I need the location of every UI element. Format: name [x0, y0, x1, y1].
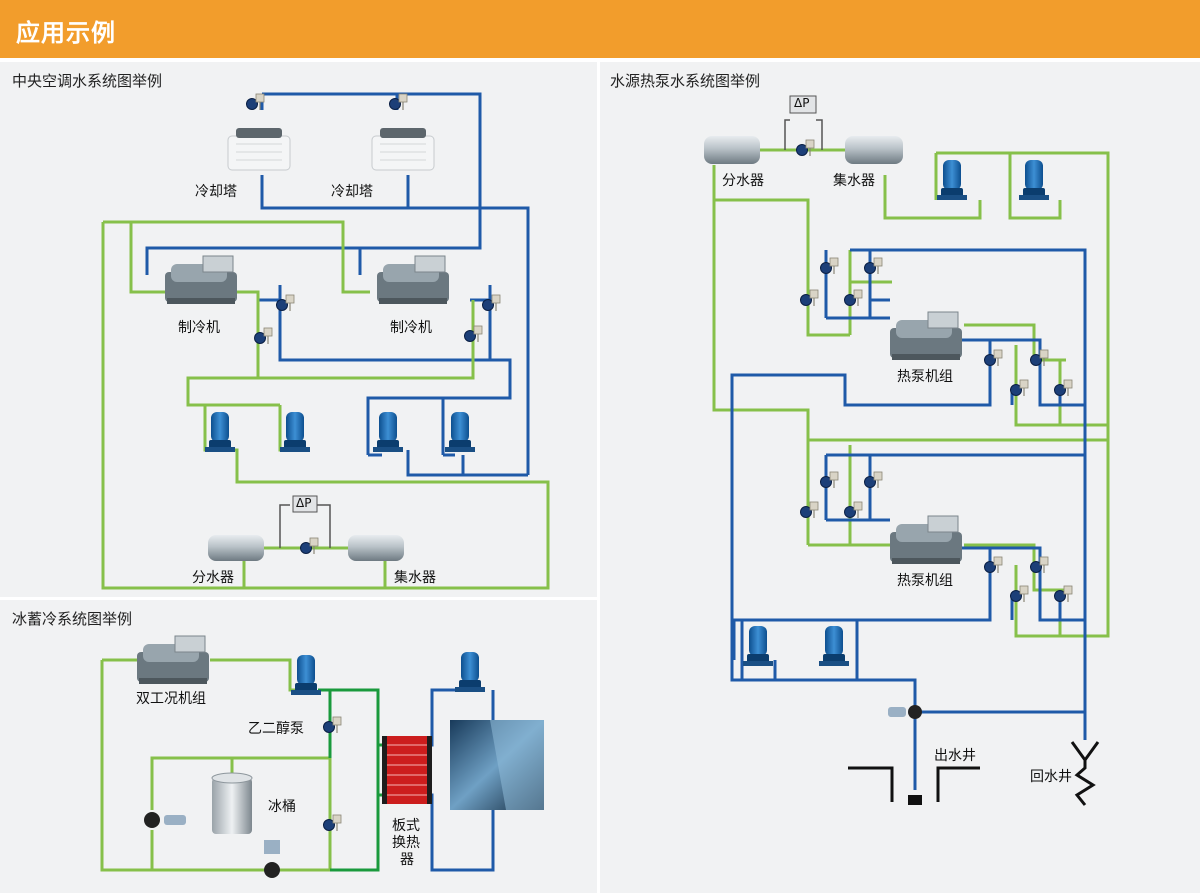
valve-icon: [908, 705, 922, 719]
hp-collector-label: 集水器: [833, 173, 875, 189]
heat-pump-unit-1-label: 热泵机组: [897, 369, 953, 385]
heat-pump-unit-1-icon: [889, 311, 963, 361]
dp-gauge-icon: [292, 495, 318, 513]
cooling-tower-2-label: 冷却塔: [331, 184, 373, 200]
ice-tank-label: 冰桶: [268, 799, 296, 815]
ice-storage-title: 冰蓄冷系统图举例: [12, 610, 133, 628]
valve-icon: [1053, 585, 1073, 603]
central-ac-title: 中央空调水系统图举例: [12, 72, 163, 90]
distributor-tank-icon: [208, 535, 264, 561]
cooling-tower-2-icon: [371, 127, 435, 171]
pump-icon: [445, 412, 475, 452]
glycol-pump-label: 乙二醇泵: [248, 721, 304, 737]
central-ac-pipes: [101, 92, 550, 590]
ice-tank-icon: [212, 778, 252, 834]
valve-icon: [264, 862, 280, 878]
valve-icon: [843, 289, 863, 307]
chiller-2-label: 制冷机: [390, 320, 432, 336]
distributor-label: 分水器: [192, 570, 234, 586]
heat-pump-unit-2-label: 热泵机组: [897, 573, 953, 589]
cooling-tower-1-icon: [227, 127, 291, 171]
valve-icon: [983, 349, 1003, 367]
collector-tank-icon: [348, 535, 404, 561]
valve-icon: [983, 556, 1003, 574]
ice-storage-equipment: [136, 635, 544, 878]
heat-pump-equipment: [704, 95, 1100, 806]
collector-label: 集水器: [394, 570, 436, 586]
valve-icon: [1009, 585, 1029, 603]
heat-pump-title: 水源热泵水系统图举例: [610, 72, 761, 90]
pump-icon: [819, 626, 849, 666]
hp-dp-label: ΔP: [794, 96, 810, 110]
plate-hx-label-2: 换热: [392, 835, 420, 851]
hp-collector-tank-icon: [845, 136, 903, 164]
dual-mode-chiller-icon: [136, 635, 210, 685]
dual-unit-label: 双工况机组: [136, 691, 206, 707]
chiller-1-label: 制冷机: [178, 320, 220, 336]
outlet-well-icon: [848, 766, 980, 802]
valve-icon: [843, 501, 863, 519]
chiller-1-icon: [164, 255, 238, 305]
valve-icon: [863, 257, 883, 275]
return-well-label: 回水井: [1030, 769, 1072, 785]
pump-icon: [205, 412, 235, 452]
valve-icon: [144, 812, 160, 828]
bypass-valve-icon: [299, 537, 319, 555]
return-well-icon: [1070, 741, 1100, 806]
pump-icon: [280, 412, 310, 452]
dp-label: ΔP: [296, 496, 312, 510]
pump-icon: [455, 652, 485, 692]
header-bar: 应用示例: [0, 0, 1200, 58]
pump-icon: [743, 626, 773, 666]
pump-icon: [1019, 160, 1049, 200]
cooling-tower-1-label: 冷却塔: [195, 184, 237, 200]
outlet-well-label: 出水井: [934, 748, 976, 764]
glycol-pump-icon: [291, 655, 321, 695]
valve-icon: [819, 471, 839, 489]
chiller-2-icon: [376, 255, 450, 305]
valve-icon: [863, 471, 883, 489]
heat-pump-pipes: [712, 119, 1110, 790]
bypass-valve-icon: [795, 139, 815, 157]
pump-icon: [373, 412, 403, 452]
valve-icon: [322, 814, 342, 832]
valve-icon: [1053, 379, 1073, 397]
plate-hx-label-1: 板式: [392, 818, 420, 834]
valve-icon: [322, 716, 342, 734]
heat-pump-unit-2-icon: [889, 515, 963, 565]
valve-icon: [819, 257, 839, 275]
hp-distributor-tank-icon: [704, 136, 760, 164]
central-ac-equipment: [164, 93, 501, 561]
plate-hx-label-3: 器: [400, 852, 414, 868]
header-title: 应用示例: [16, 19, 116, 47]
pump-icon: [937, 160, 967, 200]
panel-heat-pump: [600, 62, 1200, 893]
hp-dp-gauge-icon: [789, 95, 817, 114]
plate-heat-exchanger-icon: [382, 736, 432, 804]
valve-icon: [1009, 379, 1029, 397]
hp-distributor-label: 分水器: [722, 173, 764, 189]
